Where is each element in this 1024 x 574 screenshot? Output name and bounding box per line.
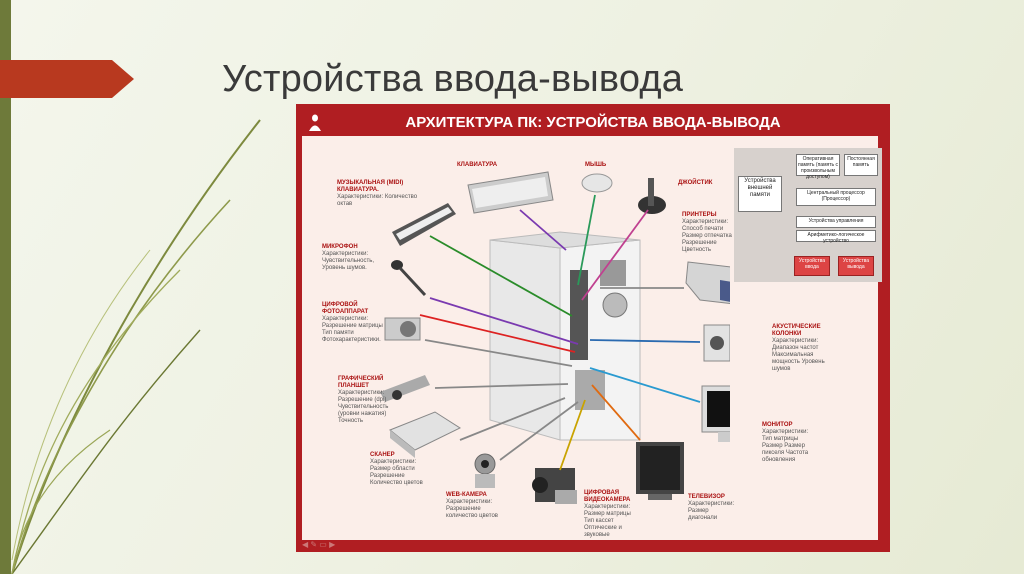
printer-illustration: [685, 261, 730, 304]
system-unit-illustration: [489, 231, 641, 441]
camera-name: ЦИФРОВОЙ ФОТОАППАРАТ: [322, 302, 369, 315]
tablet-label: ГРАФИЧЕСКИЙ ПЛАНШЕТ Характеристики: Разр…: [338, 376, 388, 425]
midi-desc: Характеристики: Количество октав: [337, 194, 418, 207]
printer-name: ПРИНТЕРЫ: [682, 212, 717, 218]
camcorder-desc: Характеристики: Размер матрицы Тип кассе…: [584, 504, 631, 538]
camcorder-name: ЦИФРОВАЯ ВИДЕОКАМЕРА: [584, 490, 631, 503]
monitor-illustration: [701, 385, 730, 442]
camcorder-illustration: [532, 468, 577, 504]
title-arrow-marker: [0, 60, 134, 98]
midi-label: МУЗЫКАЛЬНАЯ (MIDI) КЛАВИАТУРА. Характери…: [337, 180, 427, 208]
tablet-illustration: [380, 375, 430, 402]
tablet-desc: Характеристики: Разрешение (dpi) Чувстви…: [338, 390, 389, 424]
joystick-illustration: [638, 178, 666, 214]
cpu-box: Центральный процессор (Процессор): [796, 188, 876, 206]
scanner-illustration: [389, 411, 462, 458]
speakers-illustration: [703, 324, 730, 362]
tv-name: ТЕЛЕВИЗОР: [688, 494, 725, 500]
scanner-label: СКАНЕР Характеристики: Размер области Ра…: [370, 452, 426, 487]
speakers-name: АКУСТИЧЕСКИЕ КОЛОНКИ: [772, 324, 821, 337]
monitor-desc: Характеристики: Тип матрицы Размер Разме…: [762, 429, 809, 463]
camcorder-label: ЦИФРОВАЯ ВИДЕОКАМЕРА Характеристики: Раз…: [584, 490, 634, 539]
webcam-desc: Характеристики: Разрешение количество цв…: [446, 499, 498, 519]
mic-desc: Характеристики: Чувствительность, Уровен…: [322, 251, 375, 271]
webcam-name: WEB-КАМЕРА: [446, 492, 487, 498]
mic-name: МИКРОФОН: [322, 244, 358, 250]
speakers-label: АКУСТИЧЕСКИЕ КОЛОНКИ Характеристики: Диа…: [772, 324, 832, 373]
joystick-name: ДЖОЙСТИК: [678, 180, 713, 186]
mouse-illustration: [581, 173, 613, 193]
midi-name: МУЗЫКАЛЬНАЯ (MIDI) КЛАВИАТУРА.: [337, 180, 404, 193]
mouse-name: МЫШЬ: [585, 162, 607, 168]
output-devices-box: Устройства вывода: [838, 256, 874, 276]
keyboard-illustration: [467, 171, 554, 214]
tv-label: ТЕЛЕВИЗОР Характеристики: Размер диагона…: [688, 494, 738, 522]
logo-icon: [309, 114, 321, 131]
architecture-block: Оперативная память (память с произвольны…: [734, 148, 882, 282]
joystick-label: ДЖОЙСТИК: [678, 180, 712, 187]
alu-box: Арифметико-логическое устройство: [796, 230, 876, 244]
webcam-label: WEB-КАМЕРА Характеристики: Разрешение ко…: [446, 492, 502, 520]
speakers-desc: Характеристики: Диапазон частот Максимал…: [772, 338, 825, 372]
camera-illustration: [384, 317, 421, 341]
scanner-name: СКАНЕР: [370, 452, 395, 458]
tv-illustration: [636, 442, 684, 500]
slide-nav-controls[interactable]: ◀ ✎ ▭ ▶: [302, 540, 336, 549]
external-memory-box: Устройства внешней памяти: [738, 176, 782, 212]
input-devices-box: Устройства ввода: [794, 256, 830, 276]
midi-keyboard-illustration: [392, 203, 456, 246]
mic-label: МИКРОФОН Характеристики: Чувствительност…: [322, 244, 392, 272]
tv-desc: Характеристики: Размер диагонали: [688, 501, 735, 521]
control-box: Устройства управления: [796, 216, 876, 228]
microphone-illustration: [391, 260, 427, 297]
keyboard-name: КЛАВИАТУРА: [457, 162, 498, 168]
devices-diagram: [380, 171, 730, 504]
slide-title: Устройства ввода-вывода: [222, 58, 684, 100]
rom-box: Постоянная память: [844, 154, 878, 176]
printer-label: ПРИНТЕРЫ Характеристики: Способ печати Р…: [682, 212, 732, 254]
monitor-name: МОНИТОР: [762, 422, 793, 428]
poster-title: АРХИТЕКТУРА ПК: УСТРОЙСТВА ВВОДА-ВЫВОДА: [405, 114, 781, 131]
monitor-label: МОНИТОР Характеристики: Тип матрицы Разм…: [762, 422, 818, 464]
webcam-illustration: [474, 453, 496, 488]
left-accent-bar: [0, 0, 11, 574]
tablet-name: ГРАФИЧЕСКИЙ ПЛАНШЕТ: [338, 376, 384, 389]
decorative-grass: [11, 119, 261, 574]
camera-desc: Характеристики: Разрешение матрицы Тип п…: [322, 316, 383, 343]
mouse-label: МЫШЬ: [585, 162, 606, 169]
scanner-desc: Характеристики: Размер области Разрешени…: [370, 459, 423, 486]
printer-desc: Характеристики: Способ печати Размер отп…: [682, 219, 732, 253]
camera-label: ЦИФРОВОЙ ФОТОАППАРАТ Характеристики: Раз…: [322, 302, 384, 344]
ram-box: Оперативная память (память с произвольны…: [796, 154, 840, 180]
keyboard-label: КЛАВИАТУРА: [457, 162, 497, 169]
